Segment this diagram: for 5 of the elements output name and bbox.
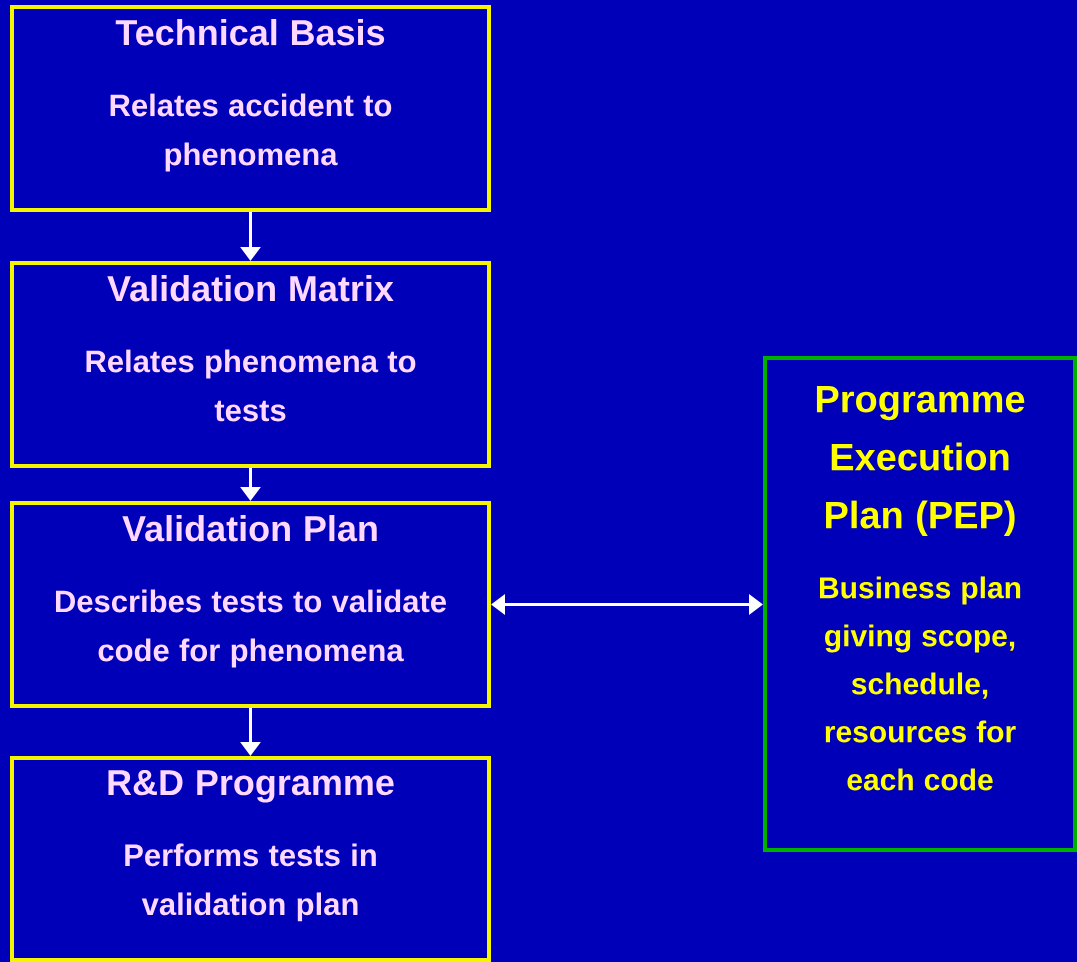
process-box: R&D Programme Performs tests in validation plan: [10, 756, 491, 962]
process-box: Programme Execution Plan (PEP) Business plan giving scope, schedule, resources for each code: [763, 356, 1077, 852]
process-box: Technical Basis Relates accident to phenomena: [10, 5, 491, 212]
process-box: Validation Plan Describes tests to validate code for phenomena: [10, 501, 491, 708]
process-box: Validation Matrix Relates phenomena to tests: [10, 261, 491, 468]
